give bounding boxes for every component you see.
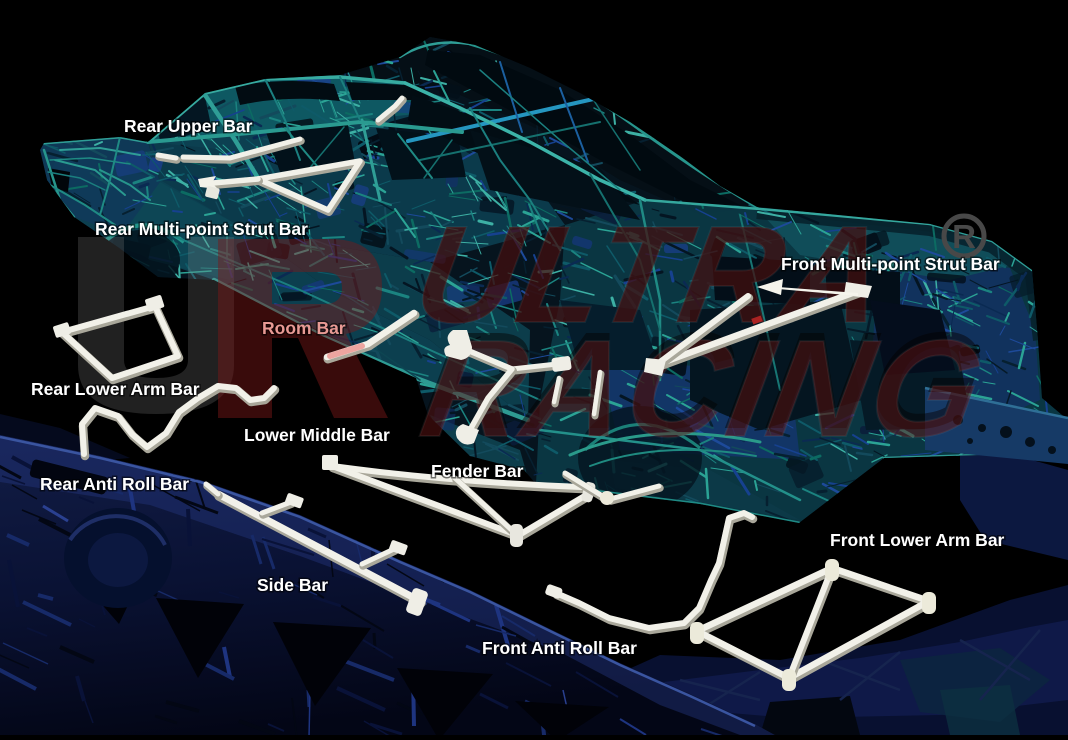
svg-text:Lower Middle Bar: Lower Middle Bar	[244, 425, 390, 445]
svg-text:RACING: RACING	[412, 312, 995, 466]
svg-text:ULTRA: ULTRA	[405, 198, 899, 352]
svg-text:Fender Bar: Fender Bar	[431, 461, 524, 481]
svg-text:Rear Multi-point Strut Bar: Rear Multi-point Strut Bar	[95, 219, 308, 239]
svg-text:Room Bar: Room Bar	[262, 318, 346, 338]
svg-text:R: R	[952, 218, 976, 255]
svg-text:Rear Anti Roll Bar: Rear Anti Roll Bar	[40, 474, 189, 494]
svg-text:Front Anti Roll Bar: Front Anti Roll Bar	[482, 638, 637, 658]
svg-text:Front Multi-point Strut Bar: Front Multi-point Strut Bar	[781, 254, 1000, 274]
svg-text:Rear Lower Arm Bar: Rear Lower Arm Bar	[31, 379, 200, 399]
svg-text:ULTRA: ULTRA	[405, 198, 899, 352]
svg-text:Side Bar: Side Bar	[257, 575, 328, 595]
svg-text:Rear Upper Bar: Rear Upper Bar	[124, 116, 253, 136]
svg-text:Front Lower Arm Bar: Front Lower Arm Bar	[830, 530, 1005, 550]
